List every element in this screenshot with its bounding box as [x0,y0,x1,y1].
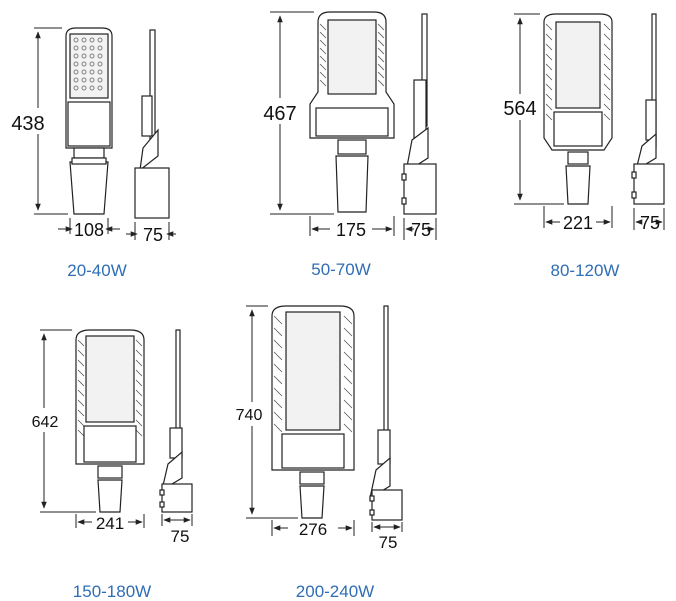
side-view [401,13,437,215]
depth-dimension: 75 [379,533,398,552]
model-caption: 200-240W [296,582,374,601]
model-150-180w: 642 241 75 150-180W [26,329,193,601]
depth-dimension: 75 [640,213,660,233]
width-dimension: 175 [336,220,366,240]
depth-dimension: 75 [411,220,431,240]
width-dimension: 108 [74,220,104,240]
height-dimension: 740 [236,407,263,424]
model-20-40w: 438 108 75 20-40W [6,27,176,280]
heat-sink-fins [319,23,385,87]
front-view [75,329,145,513]
width-dimension: 221 [563,213,593,233]
model-200-240w: 740 276 75 200-240W [230,305,403,601]
front-view [271,305,355,519]
depth-dimension: 75 [171,527,190,546]
front-view [309,11,395,213]
height-dimension: 467 [263,103,296,125]
front-view [543,13,613,205]
heat-sink-fins [545,23,611,121]
width-dimension: 276 [299,520,327,539]
model-50-70w: 467 175 75 50-70W [258,11,437,279]
model-caption: 150-180W [73,582,151,601]
heat-sink-fins [77,339,143,437]
side-view [159,329,193,513]
depth-dimension: 75 [143,225,163,245]
side-view [631,13,665,205]
width-dimension: 241 [96,514,124,533]
height-dimension: 642 [32,414,59,431]
led-array [73,37,103,91]
height-dimension: 564 [503,98,536,120]
height-dimension: 438 [11,113,44,135]
model-caption: 80-120W [551,261,620,280]
model-caption: 50-70W [311,260,371,279]
side-view [134,29,170,219]
side-view [369,305,403,521]
heat-sink-fins [273,315,353,433]
model-caption: 20-40W [67,261,127,280]
front-view [65,27,113,215]
model-80-120w: 564 221 75 80-120W [498,13,665,280]
